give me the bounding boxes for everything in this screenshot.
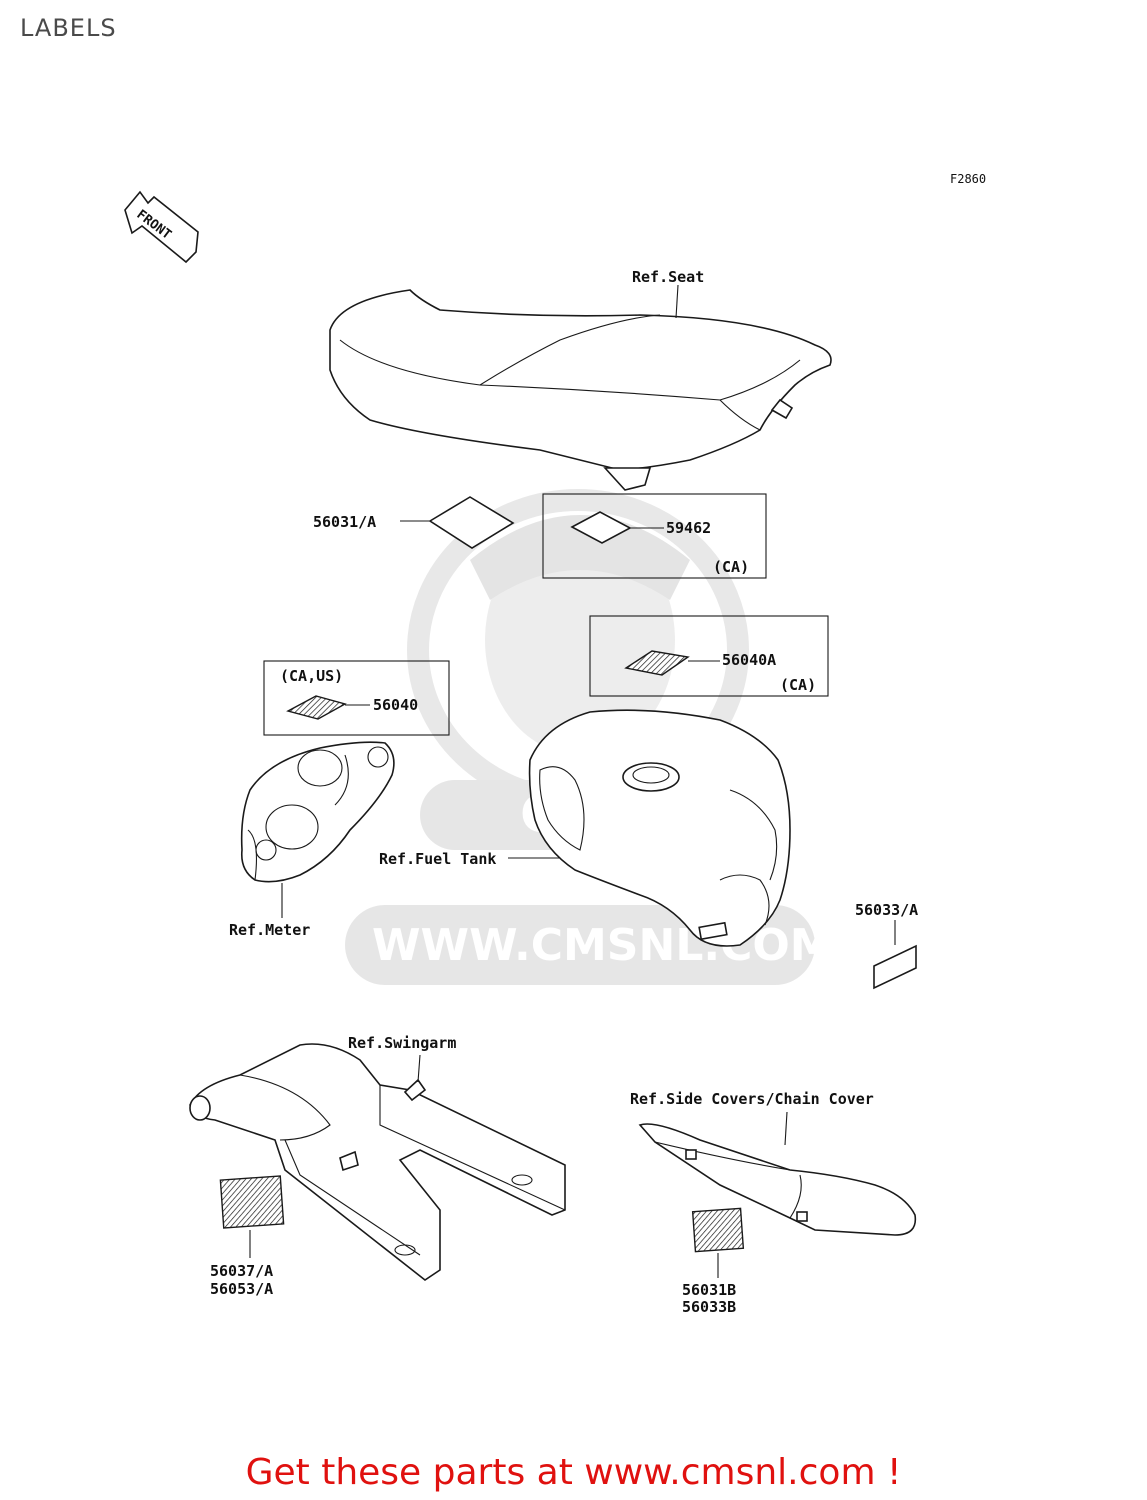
box-56040a <box>589 615 829 697</box>
label-56033a-shape <box>873 944 917 990</box>
callout-56040: 56040 <box>373 696 418 714</box>
box-56040 <box>263 660 450 736</box>
meter-illustration <box>240 741 395 883</box>
label-56031b-shape <box>691 1207 745 1253</box>
front-arrow-icon: FRONT <box>124 190 199 264</box>
callout-56040a: 56040A <box>722 651 776 669</box>
ref-meter-label: Ref.Meter <box>229 921 310 939</box>
ref-side-covers-label: Ref.Side Covers/Chain Cover <box>630 1090 874 1108</box>
label-56031a-shape <box>428 496 515 549</box>
callout-56033b: 56033B <box>682 1298 736 1316</box>
callout-56040-region: (CA,US) <box>280 667 343 685</box>
ref-swingarm-label: Ref.Swingarm <box>348 1034 456 1052</box>
page-title: LABELS <box>20 14 117 42</box>
callout-56040a-region: (CA) <box>780 676 816 694</box>
chain-cover-illustration <box>638 1123 917 1236</box>
callout-59462-region: (CA) <box>713 558 749 576</box>
fuel-tank-illustration <box>528 709 791 947</box>
callout-56053a: 56053/A <box>210 1280 273 1298</box>
watermark-url: WWW.CMSNL.COM <box>372 920 834 971</box>
callout-56031b: 56031B <box>682 1281 736 1299</box>
box-59462 <box>542 493 767 579</box>
label-56040-shape <box>286 695 347 720</box>
label-56040a-shape <box>624 650 690 676</box>
figure-code: F2860 <box>950 172 986 186</box>
callout-56033a: 56033/A <box>855 901 918 919</box>
ref-seat-label: Ref.Seat <box>632 268 704 286</box>
cta-link[interactable]: Get these parts at www.cmsnl.com ! <box>245 1452 902 1493</box>
ref-fuel-tank-label: Ref.Fuel Tank <box>379 850 496 868</box>
label-56037a-shape <box>219 1175 285 1229</box>
callout-59462: 59462 <box>666 519 711 537</box>
callout-56037a: 56037/A <box>210 1262 273 1280</box>
seat-illustration <box>329 289 832 491</box>
callout-56031a: 56031/A <box>313 513 376 531</box>
swingarm-illustration <box>189 1043 566 1281</box>
